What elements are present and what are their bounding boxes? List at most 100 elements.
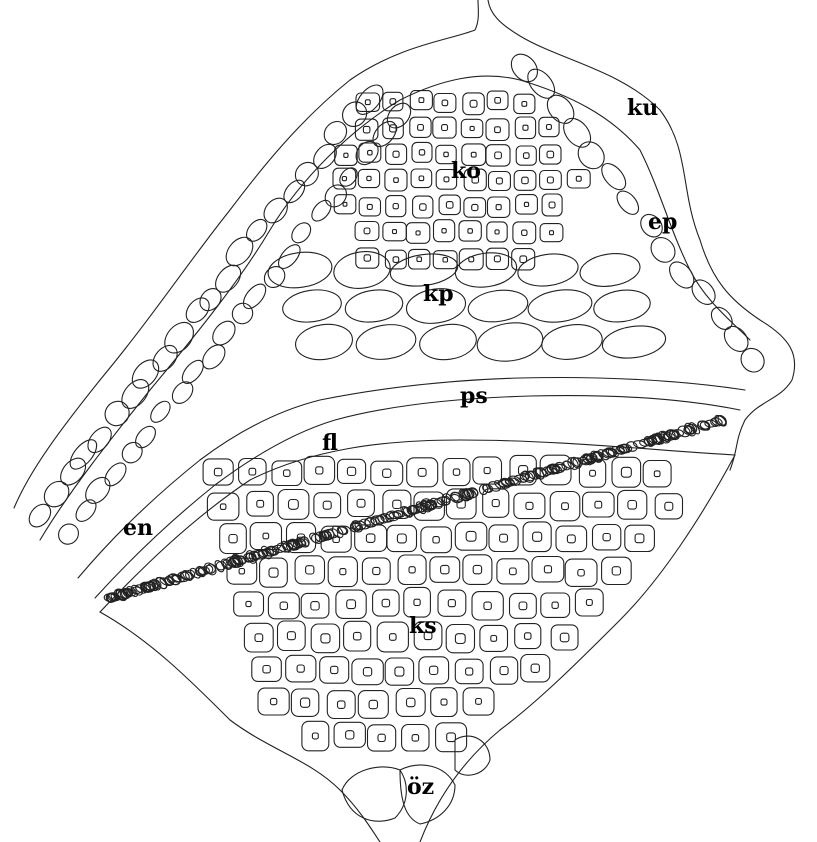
xylem-cell-lumen [287,632,295,640]
xylem-cell-lumen [526,502,533,509]
cortex-cell [81,473,115,508]
collenchyma-cell-lumen [495,152,502,159]
epidermis-cell [39,476,74,511]
collenchyma-cell-lumen [394,178,399,183]
xylem-cell-lumen [665,502,673,510]
xylem-cell [565,559,597,586]
xylem-cell-lumen [357,499,365,507]
parenchyma-cell [540,321,605,363]
label-xylem: ks [409,615,437,637]
xylem-cell-lumen [373,567,380,574]
xylem-cell-lumen [354,632,362,640]
xylem-cell-lumen [491,636,497,642]
xylem-cell-lumen [297,665,304,672]
collenchyma-cell [486,119,509,141]
xylem-cell-lumen [414,599,420,605]
collenchyma-cell-lumen [524,202,528,206]
xylem-cell [575,589,603,616]
xylem-cell [446,625,474,653]
xylem-cell-lumen [263,666,270,673]
xylem-cell [455,659,483,684]
epidermis-cell [221,232,258,271]
xylem-cell [334,722,365,747]
xylem-cell-lumen [603,534,610,541]
epidermis-cell [280,176,309,206]
xylem-cell [514,493,545,518]
collenchyma-cell-lumen [419,176,424,181]
label-pith: öz [407,776,434,798]
collenchyma-cell-lumen [472,204,478,210]
epidermis-cell [665,257,699,292]
collenchyma-cell-lumen [393,204,398,209]
epidermis-cell [613,187,643,218]
xylem-cell-lumen [484,468,490,474]
xylem-cell-lumen [595,501,602,508]
epidermis-cell [309,140,341,173]
xylem-cell [625,525,655,551]
xylem-cell-lumen [378,734,385,741]
xylem-cell-lumen [316,467,323,474]
xylem-cell-lumen [239,569,244,574]
epidermis-cell [720,322,753,356]
epidermis-cell [707,303,736,333]
collenchyma-cell [487,222,507,242]
xylem-cell [421,527,452,553]
xylem-cell-lumen [628,501,637,510]
xylem-cell-lumen [269,568,278,577]
cortex-cell [275,241,305,272]
xylem-cell-lumen [418,468,426,476]
xylem-cell [385,658,413,685]
xylem-cell-lumen [347,600,356,609]
cortex-cell [239,280,270,312]
label-epidermis: ep [648,211,677,233]
xylem-cell-lumen [280,602,287,609]
xylem-cell [463,555,492,585]
epidermis-cell [25,500,55,531]
collenchyma-cell [386,196,406,217]
collenchyma-cell [486,248,508,269]
xylem-cell-lumen [531,664,539,672]
cortex-cell [132,423,160,452]
collenchyma-cell-lumen [471,152,476,157]
xylem-cell-lumen [500,534,508,542]
collenchyma-cell-lumen [393,151,399,157]
collenchyma-cell-lumen [522,230,527,235]
cortex-cell [308,197,335,225]
pith-cell [342,767,406,821]
xylem-cell [328,557,357,587]
collenchyma-cell [356,248,379,268]
xylem-cell-lumen [567,535,575,543]
parenchyma-cell [417,321,478,363]
xylem-cell [419,657,449,684]
collenchyma-cell [516,146,536,165]
xylem-cell-lumen [369,700,377,708]
epidermis-cell [736,344,769,377]
collenchyma-cell [488,197,510,217]
xylem-cell [436,723,467,752]
collenchyma-cell-lumen [367,176,371,180]
xylem-cell [377,622,408,652]
label-collenchyma: ko [451,160,481,182]
collenchyma-cell-lumen [523,125,528,130]
parenchyma-cell [578,250,642,290]
xylem-cell [551,625,578,650]
xylem-cell-lumen [560,633,569,642]
xylem-cell [593,525,621,550]
collenchyma-cell-lumen [442,229,446,233]
xylem-cell [344,621,371,651]
collenchyma-cell-lumen [522,102,527,107]
xylem-cell [278,621,306,651]
xylem-cell-lumen [229,535,237,543]
endodermis-band [78,378,745,599]
collenchyma-cell [413,196,433,218]
xylem-cell-lumen [453,469,459,475]
xylem-cell-lumen [323,501,331,509]
xylem-cell [278,490,309,520]
xylem-cell-lumen [312,733,318,739]
xylem-cell [260,558,288,587]
xylem-cell-lumen [340,569,346,575]
xylem-cell [407,458,438,487]
xylem-cell-lumen [635,534,644,543]
collenchyma-cell-lumen [550,231,554,235]
collenchyma-cell [540,171,562,190]
